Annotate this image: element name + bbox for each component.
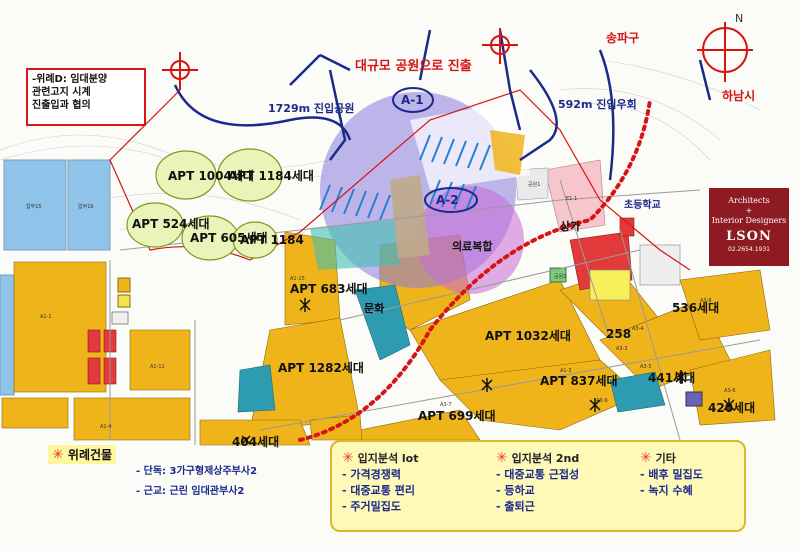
legend-column-3: ✳ 기타 - 배후 밀집도 - 녹지 수혜 — [640, 450, 703, 499]
logo-brand: LSON — [726, 229, 772, 244]
site-outline — [109, 89, 691, 271]
callout-school-right: 초등학교 — [624, 198, 661, 211]
callout-walk-right: 592m 진입우회 — [558, 97, 637, 111]
apt-north-1: APT 1004세대 — [168, 168, 254, 183]
location-notes: - 단독: 3가구형제상주부사2 - 근교: 근린 임대관부사2 — [136, 462, 257, 502]
park-yellow-block — [490, 130, 525, 175]
apt-north-3: APT 524세대 — [132, 216, 210, 231]
apt-south-label: APT 699세대 — [418, 408, 496, 423]
callout-hanam: 하남시 — [722, 88, 755, 103]
lot-code: 공원1 — [528, 181, 540, 188]
green-housing — [310, 220, 400, 270]
legend-column-2: ✳ 입지분석 2nd - 대중교통 근접성 - 등하교 - 출퇴근 — [496, 450, 579, 515]
logo-line-1: Architects — [728, 196, 770, 205]
legend-item: - 배후 밀집도 — [640, 468, 703, 481]
location-line: - 근교: 근린 임대관부사2 — [136, 486, 245, 497]
note-line: -위례D: 임대분양 — [32, 74, 108, 85]
note-line: 진출입과 협의 — [32, 100, 91, 111]
location-title-text: 위례건물 — [67, 448, 113, 462]
legend-col2-head: 입지분석 2nd — [511, 452, 580, 465]
compass-north-label: N — [735, 12, 743, 25]
legend-item: - 주거밀집도 — [342, 500, 401, 513]
apt-east-mid-label: APT 1032세대 — [485, 328, 571, 343]
callout-a2-tag: A-2 — [436, 193, 459, 207]
lot-code: A3-6 — [724, 388, 736, 394]
callout-a1-tag: A-1 — [401, 93, 424, 107]
map-callouts: 대규모 공원으로 진출 A-1 A-2 1729m 진입공원 592m 진입우회… — [268, 30, 755, 315]
lot-code: A1-3 — [560, 368, 572, 374]
district-boundary — [298, 98, 652, 442]
housing-hatch — [319, 134, 491, 221]
lot-code: 업무15 — [26, 203, 42, 210]
target-icon — [162, 28, 518, 90]
lot-code: A3-4 — [632, 326, 644, 332]
compass-icon: N — [697, 12, 753, 82]
legend-column-1: ✳ 입지분석 lot - 가격경쟁력 - 대중교통 편리 - 주거밀집도 — [342, 450, 418, 515]
lot-code: A3-5 — [640, 364, 652, 370]
architect-logo: Architects + Interior Designers LSON 02.… — [709, 188, 789, 266]
legend-item: - 가격경쟁력 — [342, 468, 401, 481]
legend-item: - 녹지 수혜 — [640, 484, 693, 497]
analysis-legend: ✳ 입지분석 lot - 가격경쟁력 - 대중교통 편리 - 주거밀집도 ✳ 입… — [330, 440, 746, 532]
school-parcels — [237, 284, 666, 413]
logo-line-3: Interior Designers — [711, 216, 787, 225]
lot-code: 업무16 — [78, 203, 94, 210]
sun-marks — [241, 298, 735, 445]
legend-item: - 등하교 — [496, 484, 535, 497]
residential-blocks — [1, 231, 776, 446]
note-line: 관련고지 시계 — [32, 87, 91, 98]
apt-north-2: APT 1184세대 — [228, 168, 314, 183]
apt-east-tiny-label: 258 — [606, 327, 631, 341]
site-note: -위례D: 임대분양 관련고지 시계 진출입과 협의 — [26, 68, 146, 126]
lot-code: A3-8 — [700, 298, 712, 304]
central-street — [390, 175, 430, 258]
asterisk-icon: ✳ — [640, 450, 652, 466]
apt-east-low-label: APT 837세대 — [540, 373, 618, 388]
location-line: - 단독: 3가구형제상주부사2 — [136, 466, 258, 477]
callout-culture: 문화 — [364, 301, 384, 315]
legend-col1-head: 입지분석 lot — [357, 452, 419, 465]
location-title: ✳ 위례건물 — [48, 445, 117, 464]
lot-code: 공원2 — [554, 273, 566, 280]
lot-code: A1-15 — [290, 276, 305, 282]
callout-station: 송파구 — [606, 30, 639, 45]
access-arrows — [173, 29, 712, 181]
apt-circles — [126, 148, 283, 261]
lot-code: E1-1 — [566, 196, 577, 202]
apt-north-4: APT 605세대 — [190, 230, 268, 245]
legend-item: - 출퇴근 — [496, 500, 535, 513]
callout-commercial: 상가 — [560, 219, 580, 233]
apt-far-east-upper-label: 536세대 — [672, 300, 719, 315]
legend-item: - 대중교통 근접성 — [496, 468, 580, 481]
legend-item: - 대중교통 편리 — [342, 484, 415, 497]
legend-col3-head: 기타 — [655, 452, 676, 465]
logo-line-2: + — [745, 206, 753, 215]
lot-code: A1-12 — [150, 364, 165, 370]
asterisk-icon: ✳ — [496, 450, 508, 466]
apt-circle-labels: APT 1004세대 APT 1184세대 APT 524세대 APT 605세… — [132, 168, 314, 247]
lot-code: A1-4 — [100, 424, 112, 430]
callout-park-top: 대규모 공원으로 진출 — [355, 58, 472, 74]
lot-code: A1-1 — [40, 314, 52, 320]
lot-code: A3-7 — [440, 402, 452, 408]
road-network — [109, 179, 761, 445]
lot-codes: A1-1 A1-12 A1-4 A1-15 A1-3 A3-4 A3-3 A3-… — [40, 181, 736, 430]
apt-bottom-left-label: 404세대 — [232, 434, 279, 449]
apt-a1-mid-label: APT 683세대 — [290, 281, 368, 296]
callout-walk-left: 1729m 진입공원 — [268, 101, 354, 115]
apt-north-5: APT 1184 — [240, 233, 304, 247]
logo-phone: 02.2654.1931 — [728, 246, 770, 253]
apt-block-labels: APT 683세대 APT 1282세대 APT 1032세대 APT 837세… — [232, 281, 755, 449]
asterisk-icon: ✳ — [52, 447, 64, 463]
lot-code: A3-3 — [616, 346, 628, 352]
apt-a1-block-label: APT 1282세대 — [278, 360, 364, 375]
business-blocks: 업무15 업무16 — [0, 159, 111, 396]
apt-east-small-label: 441세대 — [648, 370, 695, 385]
lot-code: A3-9 — [596, 398, 608, 404]
asterisk-icon: ✳ — [342, 450, 354, 466]
callout-mixed: 의료복합 — [452, 239, 492, 253]
